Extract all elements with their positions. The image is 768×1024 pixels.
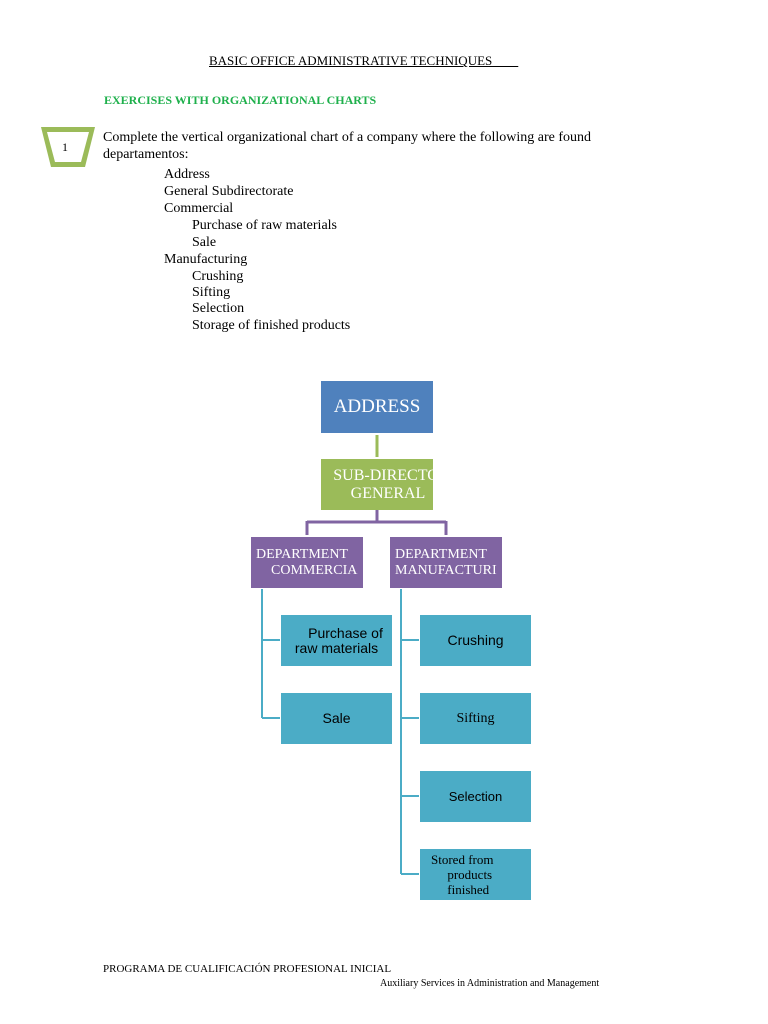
org-node-subdirectorate: SUB-DIRECTO GENERAL [321,459,433,510]
org-node-commercial: DEPARTMENT COMMERCIA [251,537,363,588]
node-label: raw materials [294,639,379,656]
list-item: General Subdirectorate [164,184,294,199]
node-label: GENERAL [350,484,426,502]
org-node-sale: Sale [280,692,393,745]
list-subitem: Purchase of raw materials [192,218,337,233]
org-node-address: ADDRESS [321,381,433,433]
list-item: Commercial [164,201,234,216]
document-title: BASIC OFFICE ADMINISTRATIVE TECHNIQUES [209,53,519,68]
list-subitem: Sifting [192,285,231,300]
node-label: Stored from [431,852,494,867]
list-item: Manufacturing [164,252,248,267]
node-label: Purchase of [308,624,383,641]
list-subitem: Selection [192,301,245,316]
node-label: finished [447,882,490,897]
node-label: COMMERCIA [271,562,358,578]
exercise-number-badge [41,127,95,167]
department-list: Address General Subdirectorate Commercia… [150,166,350,334]
section-title: EXERCISES WITH ORGANIZATIONAL CHARTS [104,93,377,107]
node-label: DEPARTMENT [395,546,487,562]
list-subitem: Crushing [192,269,244,284]
list-item: Address [164,167,210,182]
exercise-number: 1 [62,140,68,154]
exercise-instruction: Complete the vertical organizational cha… [103,129,663,163]
instruction-line: departamentos: [103,147,189,162]
org-node-sifting: Sifting [419,692,532,745]
org-node-purchase: Purchase of raw materials [280,614,393,667]
org-node-selection: Selection [419,770,532,823]
org-node-manufacturing: DEPARTMENT MANUFACTURI [390,537,502,588]
node-label: MANUFACTURI [395,562,497,578]
org-node-crushing: Crushing [419,614,532,667]
list-subitem: Storage of finished products [192,318,351,333]
footer-course: Auxiliary Services in Administration and… [380,978,600,989]
instruction-line: Complete the vertical organizational cha… [103,130,592,145]
node-label: SUB-DIRECTO [333,466,433,484]
footer-program: PROGRAMA DE CUALIFICACIÓN PROFESIONAL IN… [103,963,392,975]
org-node-stored: Stored from products finished [419,848,532,901]
list-subitem: Sale [192,235,217,250]
node-label: DEPARTMENT [256,546,348,562]
node-label: products [447,867,493,882]
